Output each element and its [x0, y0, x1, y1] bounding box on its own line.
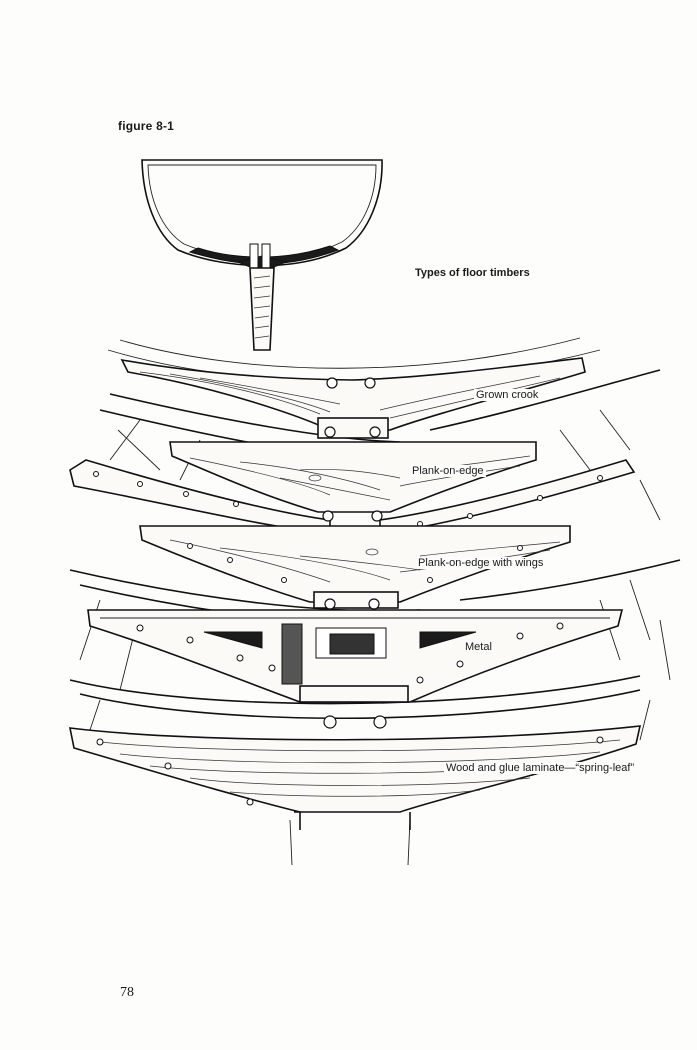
hull-planking — [69, 337, 681, 866]
laminate-floor-timber — [68, 715, 642, 830]
figure-title: Types of floor timbers — [415, 267, 530, 279]
callout-metal: Metal — [465, 641, 492, 653]
plank-on-edge-with-wings-timber — [69, 459, 636, 610]
figure-label: figure 8-1 — [118, 119, 175, 133]
callout-grown-crook: Grown crook — [474, 389, 541, 401]
callout-plank-on-edge: Plank-on-edge — [410, 465, 486, 477]
callout-laminate: Wood and glue laminate—“spring-leaf” — [444, 762, 637, 774]
grown-crook-timber — [120, 357, 586, 439]
metal-floor-timber — [87, 609, 624, 703]
callout-plank-on-edge-with-wings: Plank-on-edge with wings — [416, 557, 546, 569]
page-number: 78 — [120, 985, 134, 1000]
hull-cross-section — [141, 159, 383, 351]
